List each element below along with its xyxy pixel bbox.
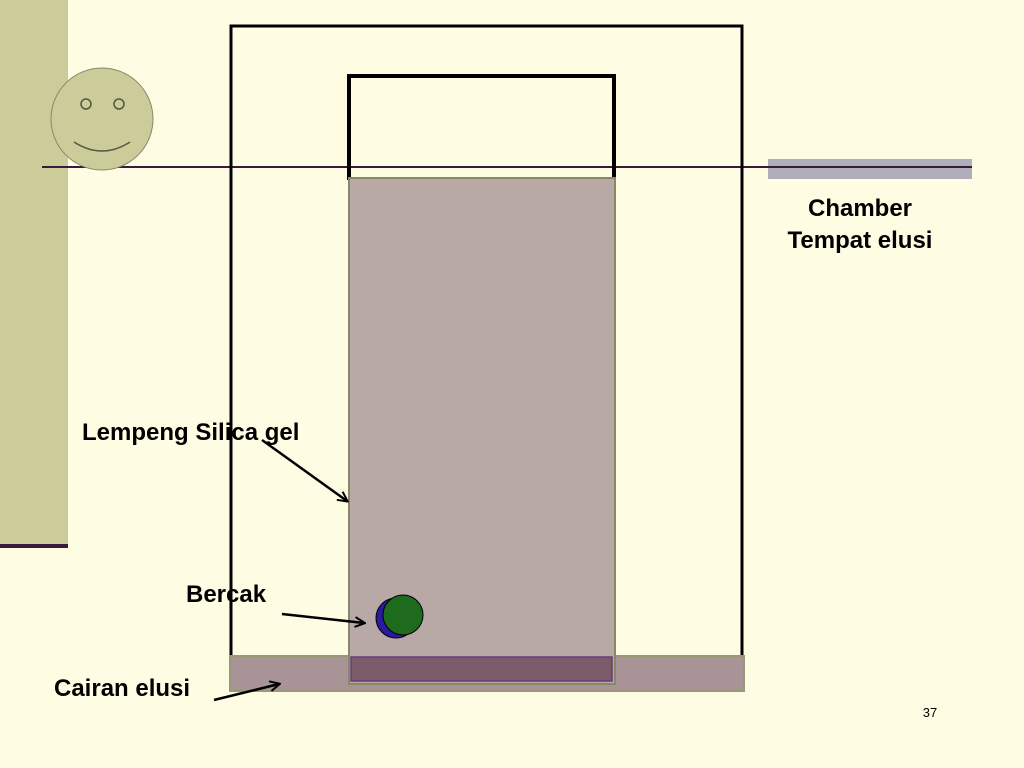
chamber-label: Chamber Tempat elusi: [760, 193, 960, 257]
cairan-arrow: [213, 684, 279, 702]
chamber-label-line1: Chamber: [807, 195, 913, 222]
bercak-arrow: [281, 612, 364, 623]
chamber-outline: [229, 24, 744, 657]
sidebar-band: [0, 0, 68, 546]
chamber-label-line2: Tempat elusi: [787, 227, 933, 254]
gray-bar: [768, 159, 972, 179]
cairan-label: Cairan elusi: [54, 675, 191, 702]
page-number: 37: [922, 705, 938, 720]
spot: [375, 594, 424, 639]
silica-label: Lempeng Silica gel: [82, 419, 300, 446]
bercak-label: Bercak: [186, 581, 267, 608]
smiley-face-icon: [50, 67, 154, 171]
silica-arrow: [261, 438, 347, 501]
eluent-on-plate: [350, 656, 613, 682]
plate-holder: [347, 74, 616, 180]
